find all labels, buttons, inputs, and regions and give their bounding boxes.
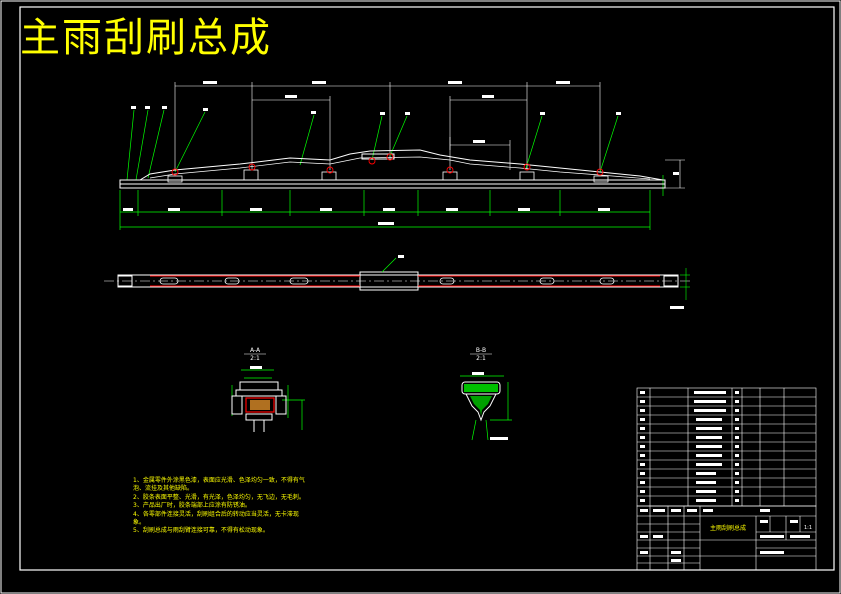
section-a-body <box>231 381 287 432</box>
blade-claws <box>167 169 609 183</box>
note-3: 3、产品出厂时，胶条端部上应涂有防锈油。 <box>133 502 251 510</box>
section-a-red <box>245 397 275 413</box>
top-view-red-edges <box>150 275 660 287</box>
end-cap-right <box>663 275 679 287</box>
top-dim-text <box>203 81 570 143</box>
part-balloons <box>131 106 679 175</box>
section-a-hatch <box>250 400 270 410</box>
frame-upper-profile <box>139 149 664 181</box>
connector-block <box>359 271 419 291</box>
end-cap-left <box>117 275 133 287</box>
section-b-dim-text <box>490 437 508 440</box>
blade-strip-top <box>119 179 666 185</box>
section-b-body <box>461 381 501 422</box>
leader-lines <box>126 109 664 196</box>
title-block-scale: 1:1 <box>804 525 812 531</box>
parts-list-entries <box>640 391 739 502</box>
top-view-width-text <box>670 306 684 309</box>
red-rivet-markers <box>171 153 604 176</box>
section-a-a: A-A 2:1 <box>231 347 305 432</box>
frame-lower-profile <box>149 156 651 180</box>
section-b-dim-text-top <box>472 372 484 375</box>
parts-list <box>636 387 817 507</box>
section-b-label: B-B <box>476 347 486 354</box>
section-a-scale: 2:1 <box>250 355 260 362</box>
top-view-balloon <box>398 255 404 258</box>
title-block-drawing-name: 主雨刮刷总成 <box>710 524 746 532</box>
top-view-slots <box>159 277 615 285</box>
bottom-dimensions <box>119 190 651 230</box>
section-b-green-fill <box>464 384 498 392</box>
note-4: 4、各零部件连接灵活，刮刷组合后的转动应当灵活，无卡滞现象。 <box>133 510 299 527</box>
front-view <box>119 81 685 230</box>
top-view <box>104 255 690 309</box>
section-a-label: A-A <box>250 347 261 354</box>
drawing-title: 主雨刮刷总成 <box>20 15 272 61</box>
technical-notes: 1、金属零件外涂黑色漆，表面应光滑、色泽均匀一致，不得有气泡、流挂及其他缺陷。 … <box>133 477 305 536</box>
note-5: 5、刮刷总成与雨刮臂连接可靠，不得有松动现象。 <box>133 527 269 535</box>
blade-strip-bottom <box>119 183 666 189</box>
section-b-b: B-B 2:1 <box>460 347 512 441</box>
section-b-scale: 2:1 <box>476 355 486 362</box>
title-block-entries <box>640 509 810 562</box>
top-dimensions <box>174 82 601 170</box>
section-a-dim-text <box>250 366 262 369</box>
inner-border <box>19 6 835 571</box>
note-2: 2、胶条表面平整、光滑，有光泽，色泽均匀，无飞边，无毛刺。 <box>133 493 305 501</box>
note-1: 1、金属零件外涂黑色漆，表面应光滑、色泽均匀一致，不得有气泡、流挂及其他缺陷。 <box>133 477 305 493</box>
top-view-width-dim <box>680 268 690 300</box>
bottom-dim-text <box>123 208 610 225</box>
center-adapter-slot <box>361 153 395 160</box>
section-b-dims <box>460 375 512 441</box>
section-b-rubber <box>470 396 492 416</box>
top-view-leader <box>381 257 397 273</box>
height-dim-text <box>673 172 678 175</box>
height-dimension <box>665 159 685 189</box>
title-block <box>636 505 817 571</box>
